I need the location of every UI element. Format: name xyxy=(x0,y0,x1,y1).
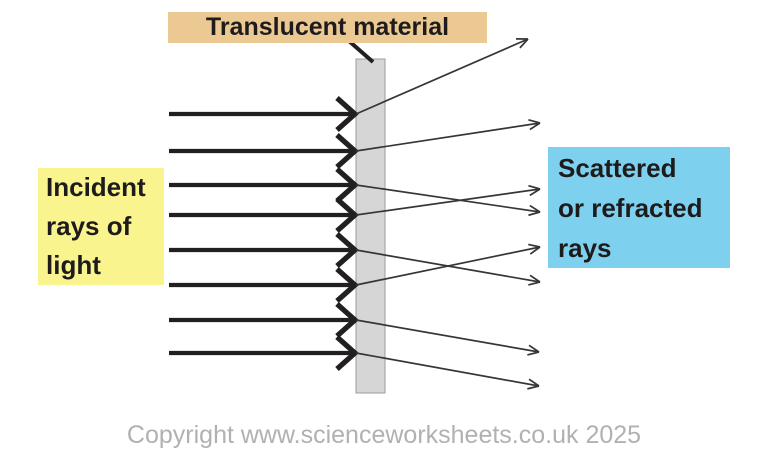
scattered-ray-arrowhead xyxy=(527,351,540,356)
label-scattered-rays: Scattered or refracted rays xyxy=(548,147,730,268)
incident-ray-arrowhead xyxy=(335,232,359,268)
scattered-ray xyxy=(355,122,541,152)
incident-ray-arrowhead xyxy=(335,302,359,338)
scattered-label-line: Scattered xyxy=(558,152,677,183)
scattered-ray-arrowhead xyxy=(528,281,541,286)
scattered-ray-arrowhead xyxy=(528,243,541,248)
scattered-ray-arrowhead xyxy=(519,38,529,49)
incident-label-line: rays of xyxy=(46,211,132,241)
scattered-ray xyxy=(355,352,540,387)
scattered-label-line: or refracted xyxy=(558,192,703,223)
incident-ray-arrowhead xyxy=(335,197,359,233)
scattered-label-line: rays xyxy=(558,232,612,263)
scattered-ray-arrowhead xyxy=(527,385,540,390)
incident-ray-arrowhead xyxy=(335,167,359,203)
scattered-ray-arrowhead xyxy=(529,122,541,131)
scattered-ray xyxy=(355,246,541,286)
scattered-ray-arrowhead xyxy=(528,344,540,353)
scattered-ray xyxy=(355,319,540,353)
incident-label-line: light xyxy=(46,250,101,280)
scattered-ray-arrowhead xyxy=(529,246,541,255)
incident-label-line: Incident xyxy=(46,172,146,202)
scattered-ray-arrowhead xyxy=(529,274,541,283)
scattered-ray-arrowhead xyxy=(529,204,541,213)
translucent-material-text: Translucent material xyxy=(205,13,450,41)
scattered-ray-arrowhead xyxy=(528,118,541,124)
label-translucent-material: Translucent material xyxy=(168,12,487,43)
scattered-ray xyxy=(355,38,529,115)
incident-ray-arrowhead xyxy=(335,335,359,371)
incident-ray-arrowhead xyxy=(335,267,359,303)
scattered-ray xyxy=(355,184,541,213)
label-incident-rays: Incident rays of light xyxy=(38,168,164,285)
incident-ray-arrowhead xyxy=(335,133,359,169)
label-connector-line xyxy=(347,39,375,64)
translucent-bar xyxy=(355,58,386,394)
incident-ray-arrowhead xyxy=(335,96,359,132)
scattered-ray-arrowhead xyxy=(529,188,541,197)
scattered-ray xyxy=(355,188,541,216)
scattered-ray-arrowhead xyxy=(528,378,540,387)
scattered-ray-arrowhead xyxy=(528,211,541,217)
scattered-ray-arrowhead xyxy=(528,184,541,190)
copyright-text: Copyright www.scienceworksheets.co.uk 20… xyxy=(126,421,642,449)
